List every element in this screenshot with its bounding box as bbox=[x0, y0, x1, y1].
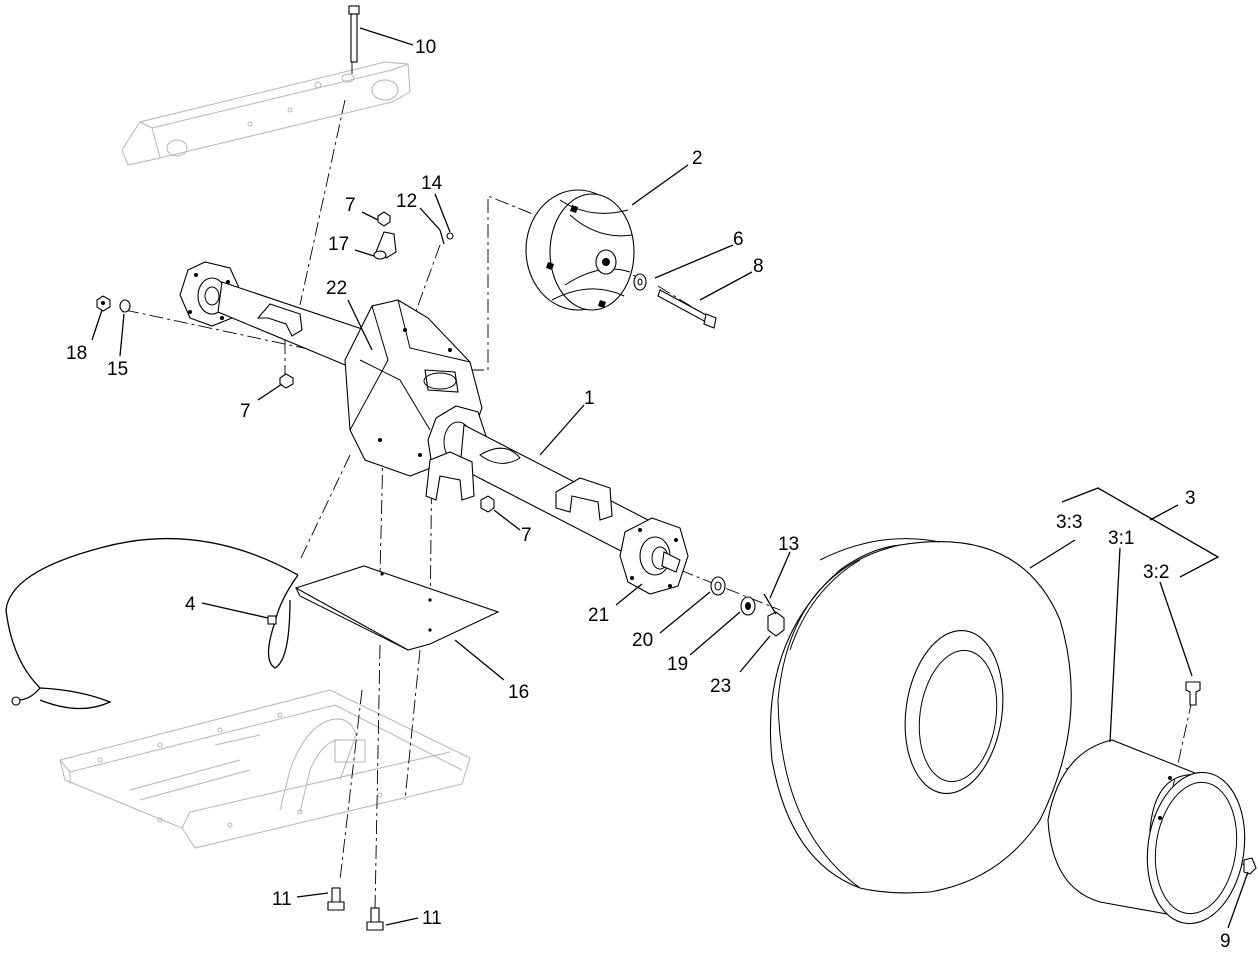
frame-crossmember-ghost bbox=[121, 61, 411, 166]
tire-3-3 bbox=[769, 538, 1072, 894]
nut-7-left bbox=[279, 373, 294, 389]
callout-11-left: 11 bbox=[272, 889, 292, 910]
callout-23: 23 bbox=[710, 676, 731, 697]
callout-21: 21 bbox=[588, 605, 609, 626]
callout-17: 17 bbox=[328, 234, 349, 255]
cable-4 bbox=[5, 537, 299, 710]
bolt-8 bbox=[657, 289, 717, 329]
bolt-11-left bbox=[327, 887, 345, 911]
callout-3-3: 3:3 bbox=[1056, 512, 1082, 533]
leader-lines bbox=[91, 27, 1249, 929]
callout-labels: 1 2 3 3:1 3:2 3:3 4 6 7 7 7 8 9 10 11 11… bbox=[66, 37, 1231, 952]
plate-16 bbox=[294, 565, 500, 651]
pulley bbox=[525, 189, 635, 311]
nut-7-top bbox=[377, 211, 391, 227]
callout-16: 16 bbox=[508, 682, 529, 703]
callout-4: 4 bbox=[185, 594, 196, 615]
valve-stem-3-2 bbox=[1185, 681, 1201, 706]
callout-3-2: 3:2 bbox=[1143, 562, 1169, 583]
callout-3-1: 3:1 bbox=[1108, 528, 1134, 549]
callout-20: 20 bbox=[632, 630, 653, 651]
callout-9: 9 bbox=[1220, 931, 1231, 952]
callout-13: 13 bbox=[778, 534, 799, 555]
callout-3: 3 bbox=[1185, 488, 1196, 509]
bracket-17 bbox=[373, 231, 397, 260]
callout-8: 8 bbox=[753, 256, 764, 277]
washer-6 bbox=[633, 273, 647, 291]
main-frame-ghost bbox=[59, 689, 471, 849]
rim-3-1 bbox=[1047, 739, 1246, 925]
callout-22: 22 bbox=[326, 278, 347, 299]
callout-7-left: 7 bbox=[240, 401, 251, 422]
callout-19: 19 bbox=[667, 654, 688, 675]
bolt-10 bbox=[348, 5, 360, 63]
callout-14: 14 bbox=[421, 173, 443, 194]
axle-assembly bbox=[179, 261, 689, 595]
callout-12: 12 bbox=[396, 191, 417, 212]
clip-12 bbox=[439, 229, 445, 245]
callout-2: 2 bbox=[692, 148, 703, 169]
cotter-pin-13 bbox=[763, 593, 777, 615]
callout-11-right: 11 bbox=[422, 908, 442, 929]
callout-10: 10 bbox=[415, 37, 436, 58]
pin-14 bbox=[446, 232, 454, 240]
callout-7-top: 7 bbox=[345, 195, 356, 216]
lug-nut-9 bbox=[1243, 857, 1257, 875]
nut-18 bbox=[96, 295, 111, 312]
washer-15 bbox=[119, 299, 131, 313]
callout-18: 18 bbox=[66, 343, 87, 364]
callout-6: 6 bbox=[733, 229, 744, 250]
nut-7-right bbox=[480, 495, 495, 513]
washer-19 bbox=[740, 596, 756, 616]
callout-15: 15 bbox=[107, 359, 128, 380]
callout-1: 1 bbox=[584, 388, 595, 409]
callout-7-right: 7 bbox=[521, 525, 532, 546]
castle-nut-23 bbox=[767, 611, 785, 637]
washer-20 bbox=[710, 576, 726, 596]
bolt-11-right bbox=[366, 907, 384, 931]
